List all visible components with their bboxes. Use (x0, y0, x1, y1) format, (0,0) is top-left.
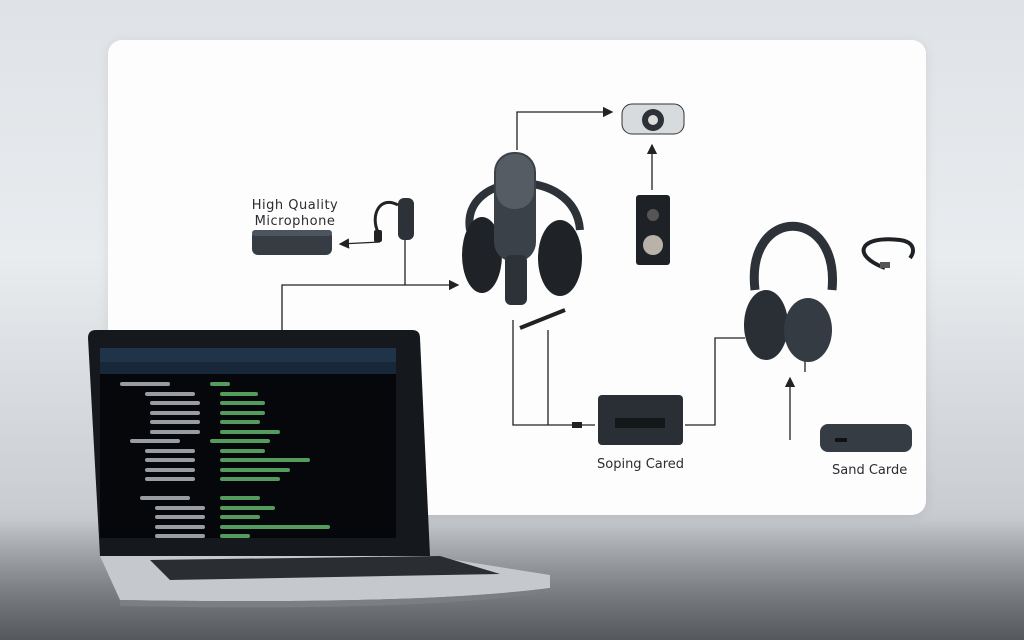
code-line-key (145, 391, 195, 396)
webcam-icon (621, 103, 685, 135)
code-line-key (155, 524, 205, 529)
headphones-icon (744, 221, 837, 362)
code-line-value (210, 382, 230, 386)
menu-bar (100, 348, 396, 362)
sound-card-label: Sand Carde (832, 463, 908, 478)
headset-microphone-icon (462, 152, 584, 330)
code-line-key (150, 401, 200, 405)
code-line-value (210, 439, 270, 443)
router-device (252, 230, 332, 255)
microphone-label: High Quality Microphone (251, 198, 339, 229)
code-line-key (155, 505, 205, 510)
code-line-value (220, 410, 265, 415)
code-line-key (150, 429, 200, 434)
code-line-key (155, 534, 205, 538)
audio-interface-device (572, 395, 683, 445)
connection-lines (281, 106, 806, 440)
code-line-value (220, 496, 260, 500)
code-line-key (145, 467, 195, 472)
code-line-key (140, 496, 190, 500)
code-line-key (150, 410, 200, 415)
code-line-key (120, 382, 170, 386)
speaker-icon (636, 195, 670, 265)
code-line-key (145, 448, 195, 453)
code-line-value (220, 391, 258, 396)
code-line-value (220, 467, 290, 472)
code-line-value (220, 448, 265, 453)
code-line-value (220, 401, 265, 405)
lavalier-mic-icon (373, 198, 414, 242)
code-line-value (220, 477, 280, 481)
code-line-key (130, 439, 180, 443)
laptop-screen (100, 348, 396, 538)
code-line-value (220, 515, 260, 519)
code-line-key (145, 477, 195, 481)
code-line-value (220, 524, 330, 529)
sound-card-device (820, 424, 912, 452)
cable-icon (861, 237, 915, 270)
toolbar (100, 362, 396, 374)
code-line-key (145, 458, 195, 462)
code-line-key (155, 515, 205, 519)
code-line-value (220, 429, 280, 434)
interface-label: Soping Cared (597, 457, 685, 472)
code-line-value (220, 534, 250, 538)
code-line-key (150, 420, 200, 424)
code-line-value (220, 505, 275, 510)
code-line-value (220, 458, 310, 462)
code-line-value (220, 420, 260, 424)
